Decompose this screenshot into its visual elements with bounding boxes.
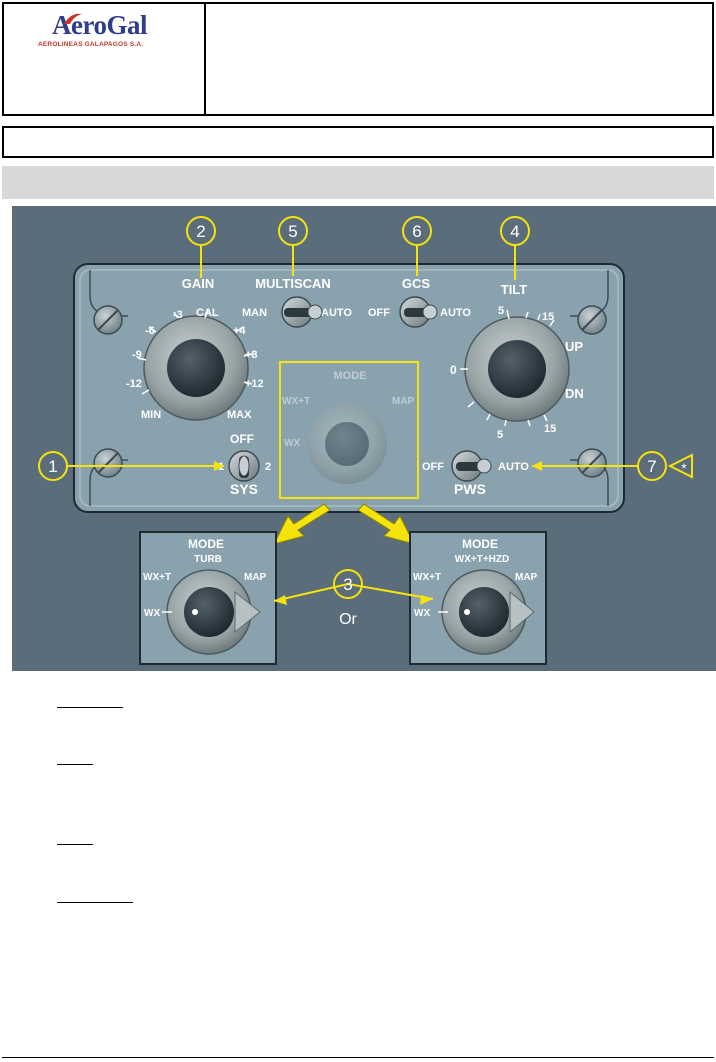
multiscan-title: MULTISCAN <box>255 276 331 291</box>
gain-label-minus3: -3 <box>173 309 183 321</box>
callout-3: 3 <box>333 569 363 599</box>
multiscan-toggle-switch[interactable] <box>281 296 323 328</box>
tilt-label-up15: 15 <box>542 311 554 323</box>
asterisk-mark: * <box>681 460 687 476</box>
item-heading-underline-2 <box>57 764 93 765</box>
gain-label-cal: CAL <box>196 307 219 319</box>
item-heading-underline-1 <box>57 707 123 708</box>
gain-knob[interactable] <box>137 309 253 421</box>
gain-label-plus4: +4 <box>233 325 246 337</box>
callout-leaders <box>68 246 638 602</box>
footer-rule <box>2 1057 714 1058</box>
mode-selector-ghost: MODE WX+T MAP WX <box>282 370 415 484</box>
gcs-off-label: OFF <box>368 307 390 319</box>
pws-off-label: OFF <box>422 461 444 473</box>
tilt-knob[interactable] <box>460 309 570 427</box>
gain-label-min: MIN <box>141 409 161 421</box>
tilt-label-dn: DN <box>565 386 584 401</box>
gain-label-minus6: -6 <box>145 325 155 337</box>
screw-bottom-right-icon <box>577 448 607 478</box>
main-panel-inner-edge <box>79 269 619 507</box>
mode-b-wxt-label: WX+T <box>413 572 441 583</box>
callout-2-number: 2 <box>196 222 205 241</box>
title-bar <box>2 126 714 158</box>
header-divider <box>204 2 206 116</box>
tilt-label-up: UP <box>565 339 583 354</box>
gcs-auto-label: AUTO <box>440 307 471 319</box>
weather-radar-control-panel-figure: GAIN -3 CAL -6 +4 -9 +8 -12 +12 MIN MAX … <box>12 206 716 671</box>
mode-a-wxt-label: WX+T <box>143 572 171 583</box>
sys-toggle-switch[interactable] <box>228 450 260 482</box>
mode-knob-turb[interactable] <box>162 569 261 655</box>
tilt-label-zero: 0 <box>450 363 457 377</box>
callout-2: 2 <box>186 216 216 246</box>
callout-5-number: 5 <box>288 222 297 241</box>
or-text: Or <box>339 611 357 628</box>
callout-6-number: 6 <box>412 222 421 241</box>
callout-7: 7 <box>637 451 667 481</box>
zoom-arrow-left-icon <box>273 503 331 545</box>
mode-ghost-title: MODE <box>334 370 367 382</box>
callout-4: 4 <box>500 216 530 246</box>
multiscan-man-label: MAN <box>242 307 267 319</box>
asterisk-triangle-icon: * <box>667 453 693 479</box>
mode-b-wx-label: WX <box>414 608 430 619</box>
tilt-title: TILT <box>501 282 528 297</box>
gcs-toggle-switch[interactable] <box>399 296 438 328</box>
callout-7-number: 7 <box>647 457 656 476</box>
pws-auto-label: AUTO <box>498 461 529 473</box>
item-heading-underline-3 <box>57 844 93 845</box>
mode-ghost-wxt: WX+T <box>282 396 310 407</box>
zoom-arrow-right-icon <box>357 503 415 545</box>
mode-ghost-wx: WX <box>284 438 300 449</box>
callout-3-number: 3 <box>343 575 352 594</box>
mode-a-turb-label: TURB <box>194 554 222 565</box>
multiscan-auto-label: AUTO <box>321 307 352 319</box>
mode-b-map-label: MAP <box>515 572 538 583</box>
header-box <box>2 2 714 116</box>
sys-2-label: 2 <box>265 461 271 473</box>
pws-title: PWS <box>454 481 486 497</box>
gain-label-minus9: -9 <box>132 349 142 361</box>
item-heading-underline-4 <box>57 902 133 903</box>
callout-4-number: 4 <box>510 222 519 241</box>
sys-title: SYS <box>230 481 258 497</box>
screw-bottom-left-icon <box>93 448 123 478</box>
pws-toggle-switch[interactable] <box>451 450 492 482</box>
gain-label-max: MAX <box>227 409 252 421</box>
gain-label-plus8: +8 <box>245 349 258 361</box>
logo-bird-icon <box>64 13 82 24</box>
callout-6: 6 <box>402 216 432 246</box>
mode-a-wx-label: WX <box>144 608 160 619</box>
mode-b-hzd-label: WX+T+HZD <box>455 554 509 565</box>
gain-title: GAIN <box>182 276 215 291</box>
gain-label-plus12: +12 <box>245 378 264 390</box>
callout-arrowheads <box>214 461 542 605</box>
gcs-title: GCS <box>402 276 431 291</box>
mode-panel-b-title: MODE <box>462 537 498 551</box>
gain-scale: -3 CAL -6 +4 -9 +8 -12 +12 MIN MAX <box>126 307 264 421</box>
mode-a-map-label: MAP <box>244 572 267 583</box>
screw-top-right-icon <box>577 305 607 335</box>
aerogal-logo: AeroGal <box>52 10 147 40</box>
callout-1-number: 1 <box>48 457 57 476</box>
gain-label-minus12: -12 <box>126 378 142 390</box>
tilt-label-dn15: 15 <box>544 423 556 435</box>
section-band <box>2 166 714 199</box>
tilt-label-dn5: 5 <box>497 429 503 441</box>
callout-5: 5 <box>278 216 308 246</box>
mode-knob-hzd[interactable] <box>438 569 535 655</box>
tilt-label-up5: 5 <box>498 305 504 317</box>
screw-top-left-icon <box>93 305 123 335</box>
logo-subtext: AEROLINEAS GALAPAGOS S.A. <box>38 41 144 48</box>
tilt-scale: 5 15 UP 0 DN 5 15 <box>450 305 584 441</box>
mode-selector-highlight-box <box>279 361 419 499</box>
callout-1: 1 <box>38 451 68 481</box>
sys-off-label: OFF <box>230 432 254 446</box>
mode-ghost-map: MAP <box>392 396 415 407</box>
mode-panel-a-title: MODE <box>188 537 224 551</box>
